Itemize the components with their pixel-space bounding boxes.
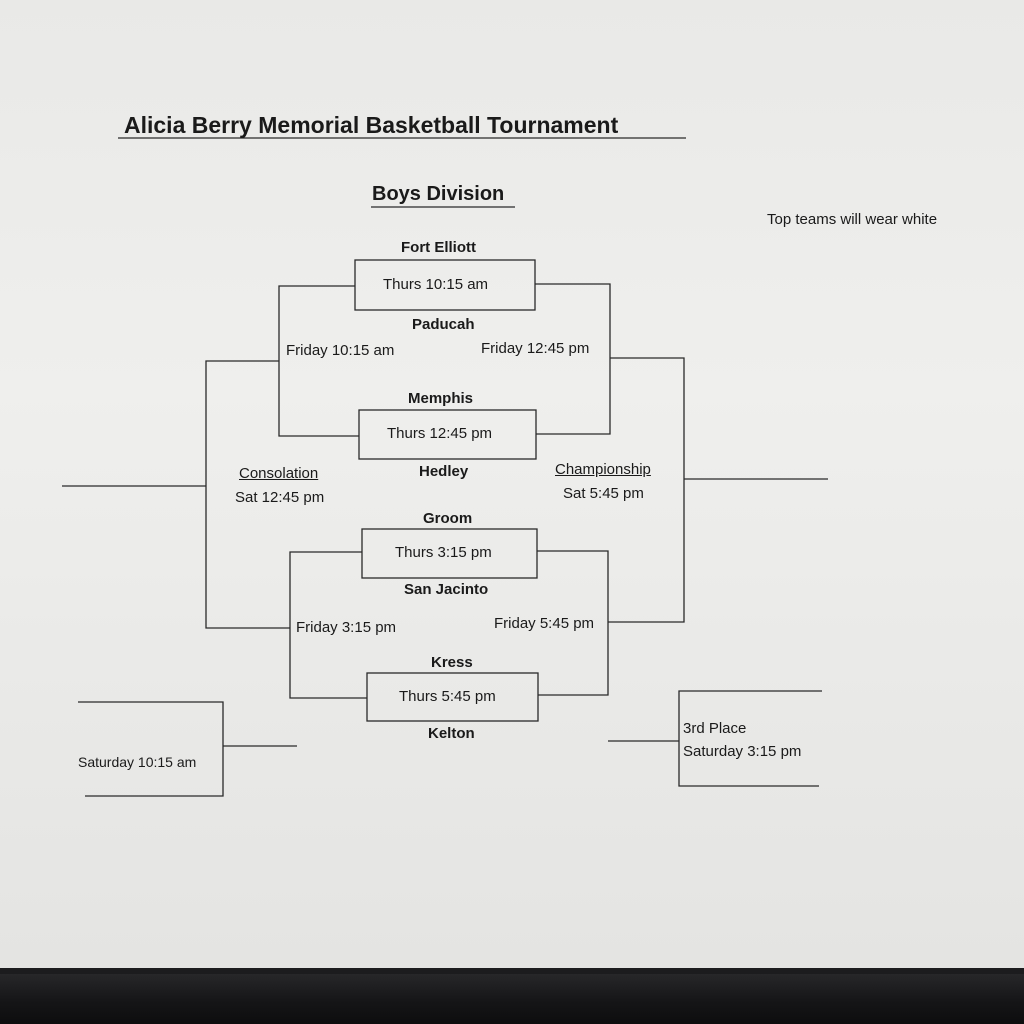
bracket-friday-545 <box>537 550 609 696</box>
bracket-consolation <box>205 360 290 629</box>
team-san-jacinto: San Jacinto <box>404 581 489 598</box>
team-kress: Kress <box>431 654 473 671</box>
game-friday-315: Friday 3:15 pm <box>296 619 397 636</box>
bracket-friday-1015 <box>278 285 359 437</box>
team-memphis: Memphis <box>408 390 474 407</box>
game-box-thurs-1015 <box>354 259 536 311</box>
team-fort-elliott: Fort Elliott <box>401 239 476 256</box>
bracket-friday-315 <box>289 551 367 699</box>
game-box-thurs-315 <box>361 528 538 579</box>
jersey-note: Top teams will wear white <box>767 211 938 228</box>
game-thurs-1245: Thurs 12:45 pm <box>387 425 493 442</box>
bracket-third-place <box>678 690 822 787</box>
game-thurs-315: Thurs 3:15 pm <box>395 544 492 561</box>
consolation-time: Sat 12:45 pm <box>235 489 325 506</box>
bezel-edge <box>0 968 1024 974</box>
game-saturday-1015: Saturday 10:15 am <box>78 754 197 770</box>
consolation-label: Consolation <box>239 465 319 482</box>
bracket-championship <box>608 357 685 623</box>
third-place-time: Saturday 3:15 pm <box>683 743 802 760</box>
monitor-bezel <box>0 968 1024 1024</box>
game-thurs-1015: Thurs 10:15 am <box>383 276 489 293</box>
championship-time: Sat 5:45 pm <box>563 485 644 502</box>
team-kelton: Kelton <box>428 725 475 742</box>
team-groom: Groom <box>423 510 473 527</box>
division-title: Boys Division <box>372 183 505 205</box>
team-hedley: Hedley <box>419 463 469 480</box>
bracket-saturday-1015 <box>78 701 224 797</box>
bracket-friday-1245 <box>535 283 611 435</box>
game-thurs-545: Thurs 5:45 pm <box>399 688 496 705</box>
team-paducah: Paducah <box>412 316 475 333</box>
championship-label: Championship <box>555 461 651 478</box>
bracket-lines <box>62 137 828 797</box>
game-friday-545: Friday 5:45 pm <box>494 615 595 632</box>
monitor-screen: Alicia Berry Memorial Basketball Tournam… <box>0 0 1024 972</box>
third-place-label: 3rd Place <box>683 720 747 737</box>
tournament-title: Alicia Berry Memorial Basketball Tournam… <box>124 112 619 138</box>
game-box-thurs-545 <box>366 672 539 722</box>
game-friday-1015: Friday 10:15 am <box>286 342 395 359</box>
game-friday-1245: Friday 12:45 pm <box>481 340 590 357</box>
